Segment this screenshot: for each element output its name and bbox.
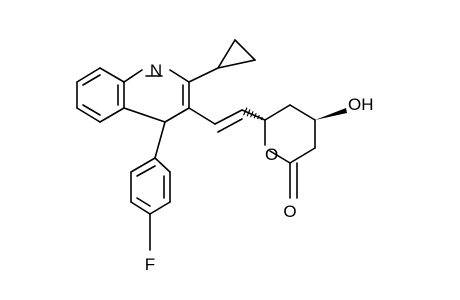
- hydroxyl-label: OH: [348, 95, 374, 114]
- hash-mark: [253, 113, 257, 119]
- hash-mark: [246, 109, 251, 117]
- fluorophenyl-group: [130, 121, 171, 251]
- vinyl-linker: [188, 107, 266, 133]
- quinoline-benzo-ring: [76, 67, 125, 123]
- hash-mark: [243, 107, 248, 116]
- fluorine-label: F: [145, 255, 155, 274]
- quinoline-pyridine-ring: [123, 69, 190, 123]
- lactone-ring: [264, 104, 347, 199]
- hash-mark: [257, 114, 260, 120]
- hash-mark: [250, 111, 254, 118]
- hashed-wedge-bond: [243, 107, 263, 121]
- hash-mark: [260, 116, 263, 121]
- wedge-bond: [315, 108, 347, 120]
- cyclopropyl-group: [188, 39, 256, 83]
- carbonyl-oxygen-label: O: [283, 202, 296, 221]
- ring-oxygen-label: O: [265, 145, 278, 164]
- nitrogen-label: N: [150, 61, 162, 80]
